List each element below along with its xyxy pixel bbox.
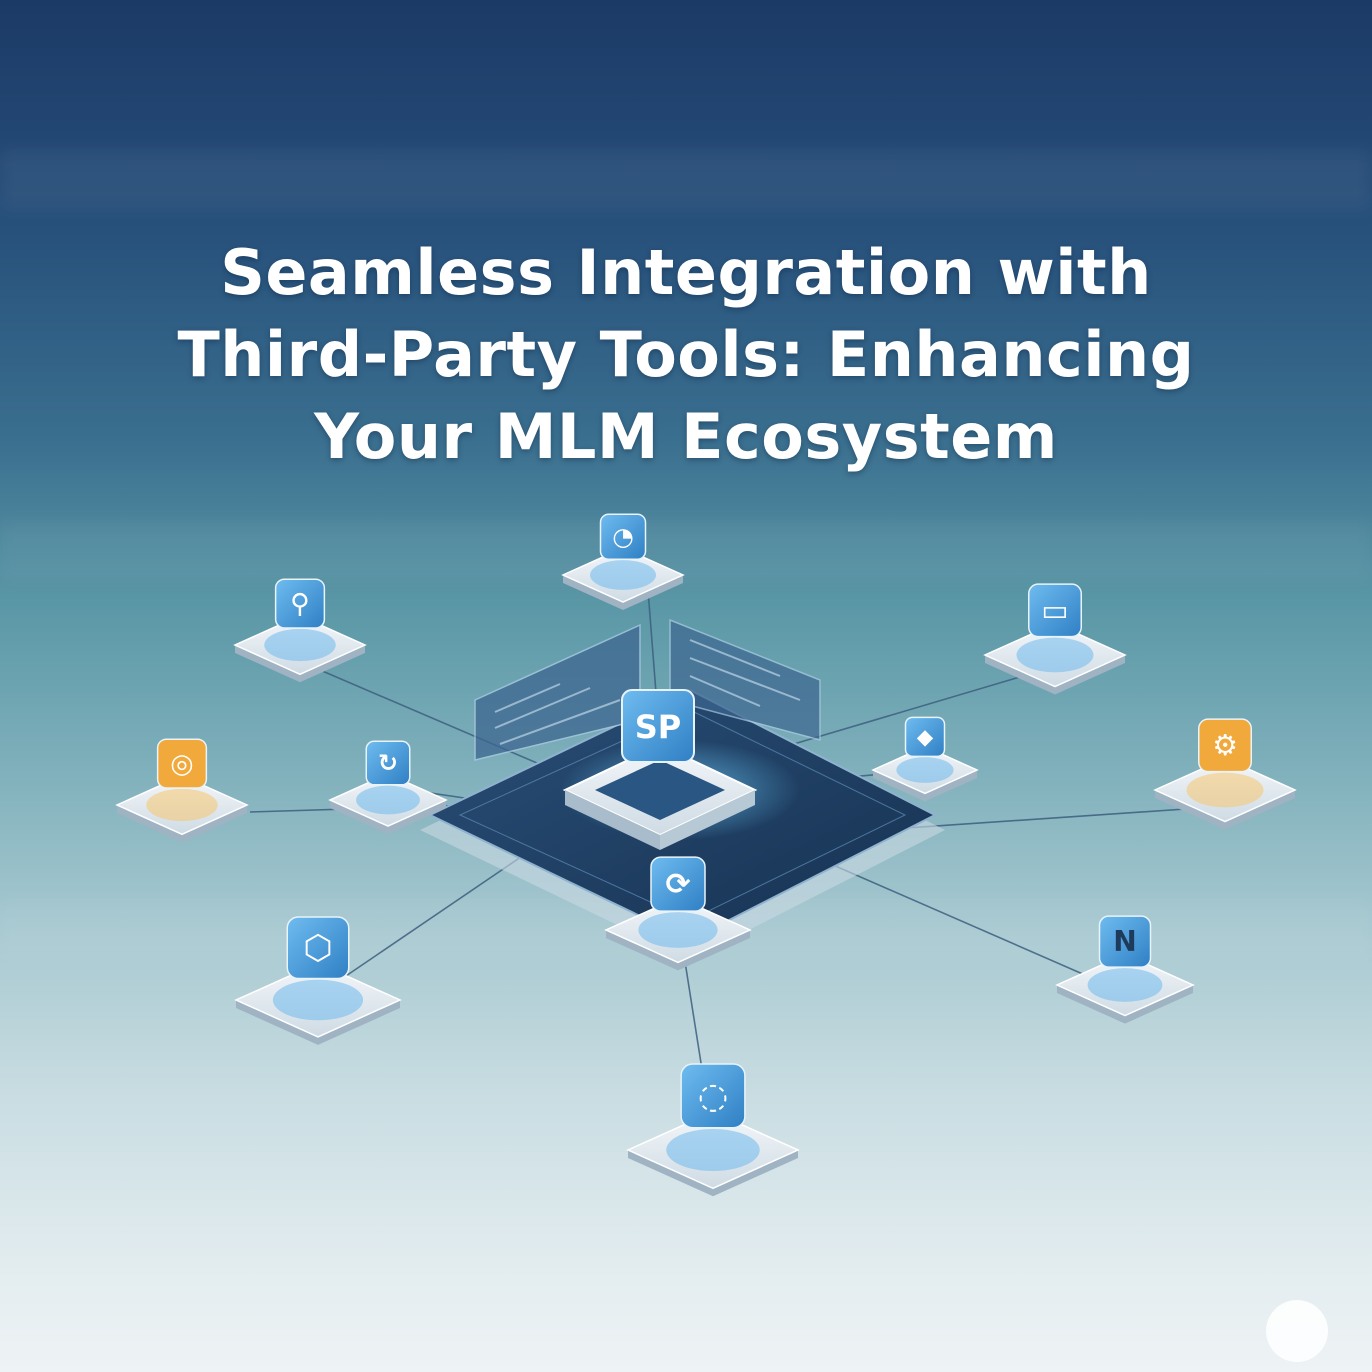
refresh-icon-glyph: ⟳ (666, 867, 691, 902)
shield-icon-glyph: ⬡ (303, 928, 333, 967)
chart-icon-glyph: ◆ (917, 725, 934, 750)
desktop-tool-node: ▭ (983, 583, 1127, 695)
target-tool-node: ◎ (115, 738, 249, 843)
loop-icon-glyph: ◌ (698, 1075, 729, 1116)
loop-tool-node: ◌ (626, 1063, 800, 1197)
key-tool-node: ⚲ (233, 578, 367, 683)
refresh-icon (650, 856, 706, 912)
headline-line-3: Your MLM Ecosystem (314, 400, 1058, 473)
headset-icon (599, 513, 647, 560)
headline-line-2: Third-Party Tools: Enhancing (177, 318, 1195, 391)
page-headline: Seamless Integration with Third-Party To… (110, 232, 1262, 478)
monitor-icon (1028, 583, 1082, 638)
chart-tool-node: ◆ (871, 716, 979, 802)
gear-icon (1198, 718, 1252, 773)
sync-icon (365, 740, 411, 786)
target-icon (156, 738, 208, 789)
target-icon-glyph: ◎ (170, 748, 193, 779)
watermark-seal (1266, 1300, 1328, 1362)
headline-line-1: Seamless Integration with (220, 236, 1152, 309)
key-icon (274, 578, 326, 629)
n-brand-icon-glyph: N (1113, 925, 1136, 958)
chart-icon (904, 716, 946, 758)
monitor-icon-glyph: ▭ (1041, 593, 1068, 627)
shield-icon (286, 916, 350, 980)
headset-tool-node: ◔ (561, 513, 685, 610)
settings-tool-node: ⚙ (1153, 718, 1297, 830)
central-platform: SP (420, 618, 945, 960)
gear-icon-glyph: ⚙ (1212, 728, 1238, 762)
loop-icon (680, 1063, 746, 1129)
hub-logo-text: SP (635, 708, 682, 746)
key-icon-glyph: ⚲ (290, 588, 310, 619)
refresh-tool-node: ⟳ (604, 856, 752, 971)
n-brand-tool-node: N (1055, 915, 1195, 1024)
headset-icon-glyph: ◔ (612, 522, 634, 551)
hub-logo-icon (621, 689, 695, 763)
sync-tool-node: ↻ (328, 740, 448, 835)
n-brand-icon (1098, 915, 1152, 968)
sync-icon-glyph: ↻ (378, 749, 398, 777)
shield-tool-node: ⬡ (234, 916, 402, 1045)
